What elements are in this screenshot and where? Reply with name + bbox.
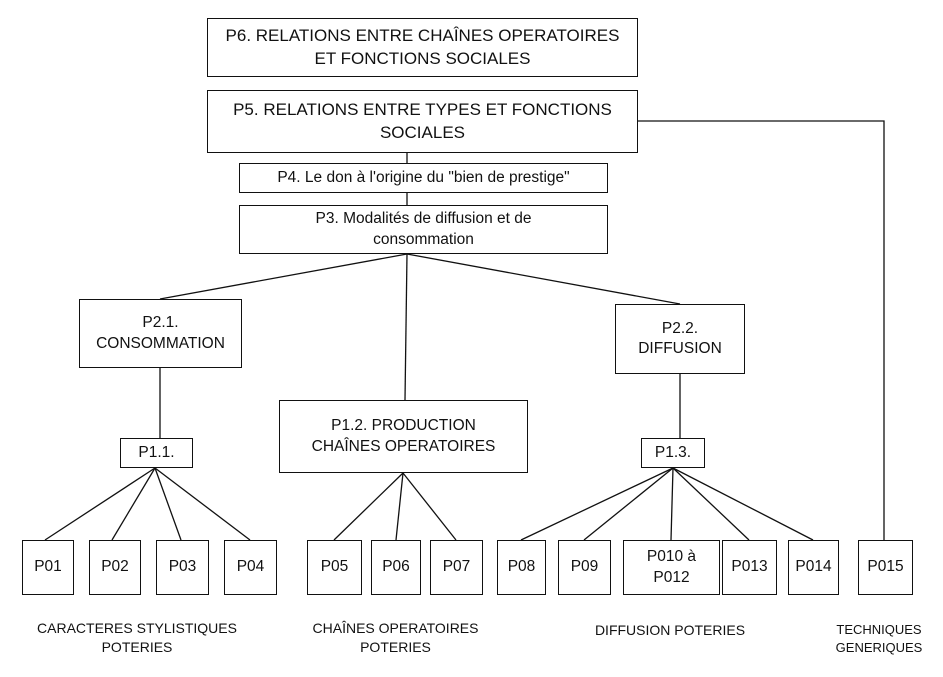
node-p1-3: P1.3. xyxy=(641,438,705,468)
node-p014-label: P014 xyxy=(795,558,832,576)
node-p08: P08 xyxy=(497,540,546,595)
node-p5: P5. RELATIONS ENTRE TYPES ET FONCTIONS S… xyxy=(207,90,638,153)
group-label-styl: CARACTERES STYLISTIQUES POTERIES xyxy=(37,620,237,655)
node-p03-label: P03 xyxy=(168,558,197,576)
node-p5-label: P5. RELATIONS ENTRE TYPES ET FONCTIONS S… xyxy=(233,100,612,142)
node-p07-label: P07 xyxy=(442,558,471,576)
group-label-diffusion: DIFFUSION POTERIES xyxy=(594,622,746,638)
node-p02: P02 xyxy=(89,540,141,595)
node-p01: P01 xyxy=(22,540,74,595)
node-p3: P3. Modalités de diffusion et de consomm… xyxy=(239,205,608,254)
node-p014: P014 xyxy=(788,540,839,595)
node-p03: P03 xyxy=(156,540,209,595)
node-p2-2: P2.2. DIFFUSION xyxy=(615,304,745,374)
node-p013-label: P013 xyxy=(731,558,768,576)
node-p09-label: P09 xyxy=(570,558,599,576)
node-p4: P4. Le don à l'origine du "bien de prest… xyxy=(239,163,608,193)
node-p1-2-label: P1.2. PRODUCTION CHAÎNES OPERATOIRES xyxy=(311,417,496,455)
node-p015-label: P015 xyxy=(867,558,904,576)
node-p05-label: P05 xyxy=(320,558,349,576)
group-label-techniques: TECHNIQUES GENERIQUES xyxy=(835,622,923,655)
node-p06: P06 xyxy=(371,540,421,595)
node-p6: P6. RELATIONS ENTRE CHAÎNES OPERATOIRES … xyxy=(207,18,638,77)
node-p07: P07 xyxy=(430,540,483,595)
node-p05: P05 xyxy=(307,540,362,595)
node-p010-p012-label: P010 à P012 xyxy=(646,548,697,586)
node-p015: P015 xyxy=(858,540,913,595)
node-p09: P09 xyxy=(558,540,611,595)
node-p1-1-label: P1.1. xyxy=(138,443,175,461)
node-p06-label: P06 xyxy=(382,558,410,576)
node-p1-3-label: P1.3. xyxy=(654,443,692,461)
node-p2-1-label: P2.1. CONSOMMATION xyxy=(96,314,225,352)
node-p08-label: P08 xyxy=(507,558,536,576)
node-p3-label: P3. Modalités de diffusion et de consomm… xyxy=(315,210,532,248)
group-label-chaines: CHAÎNES OPERATOIRES POTERIES xyxy=(312,620,479,655)
node-p02-label: P02 xyxy=(101,558,129,576)
node-p4-label: P4. Le don à l'origine du "bien de prest… xyxy=(277,168,570,186)
node-p01-label: P01 xyxy=(34,558,62,576)
node-p010-p012: P010 à P012 xyxy=(623,540,720,595)
node-p013: P013 xyxy=(722,540,777,595)
node-p1-2: P1.2. PRODUCTION CHAÎNES OPERATOIRES xyxy=(279,400,528,473)
node-p04: P04 xyxy=(224,540,277,595)
node-p6-label: P6. RELATIONS ENTRE CHAÎNES OPERATOIRES … xyxy=(225,26,620,68)
node-p2-1: P2.1. CONSOMMATION xyxy=(79,299,242,368)
node-p1-1: P1.1. xyxy=(120,438,193,468)
node-p04-label: P04 xyxy=(236,558,265,576)
node-p2-2-label: P2.2. DIFFUSION xyxy=(638,319,722,357)
